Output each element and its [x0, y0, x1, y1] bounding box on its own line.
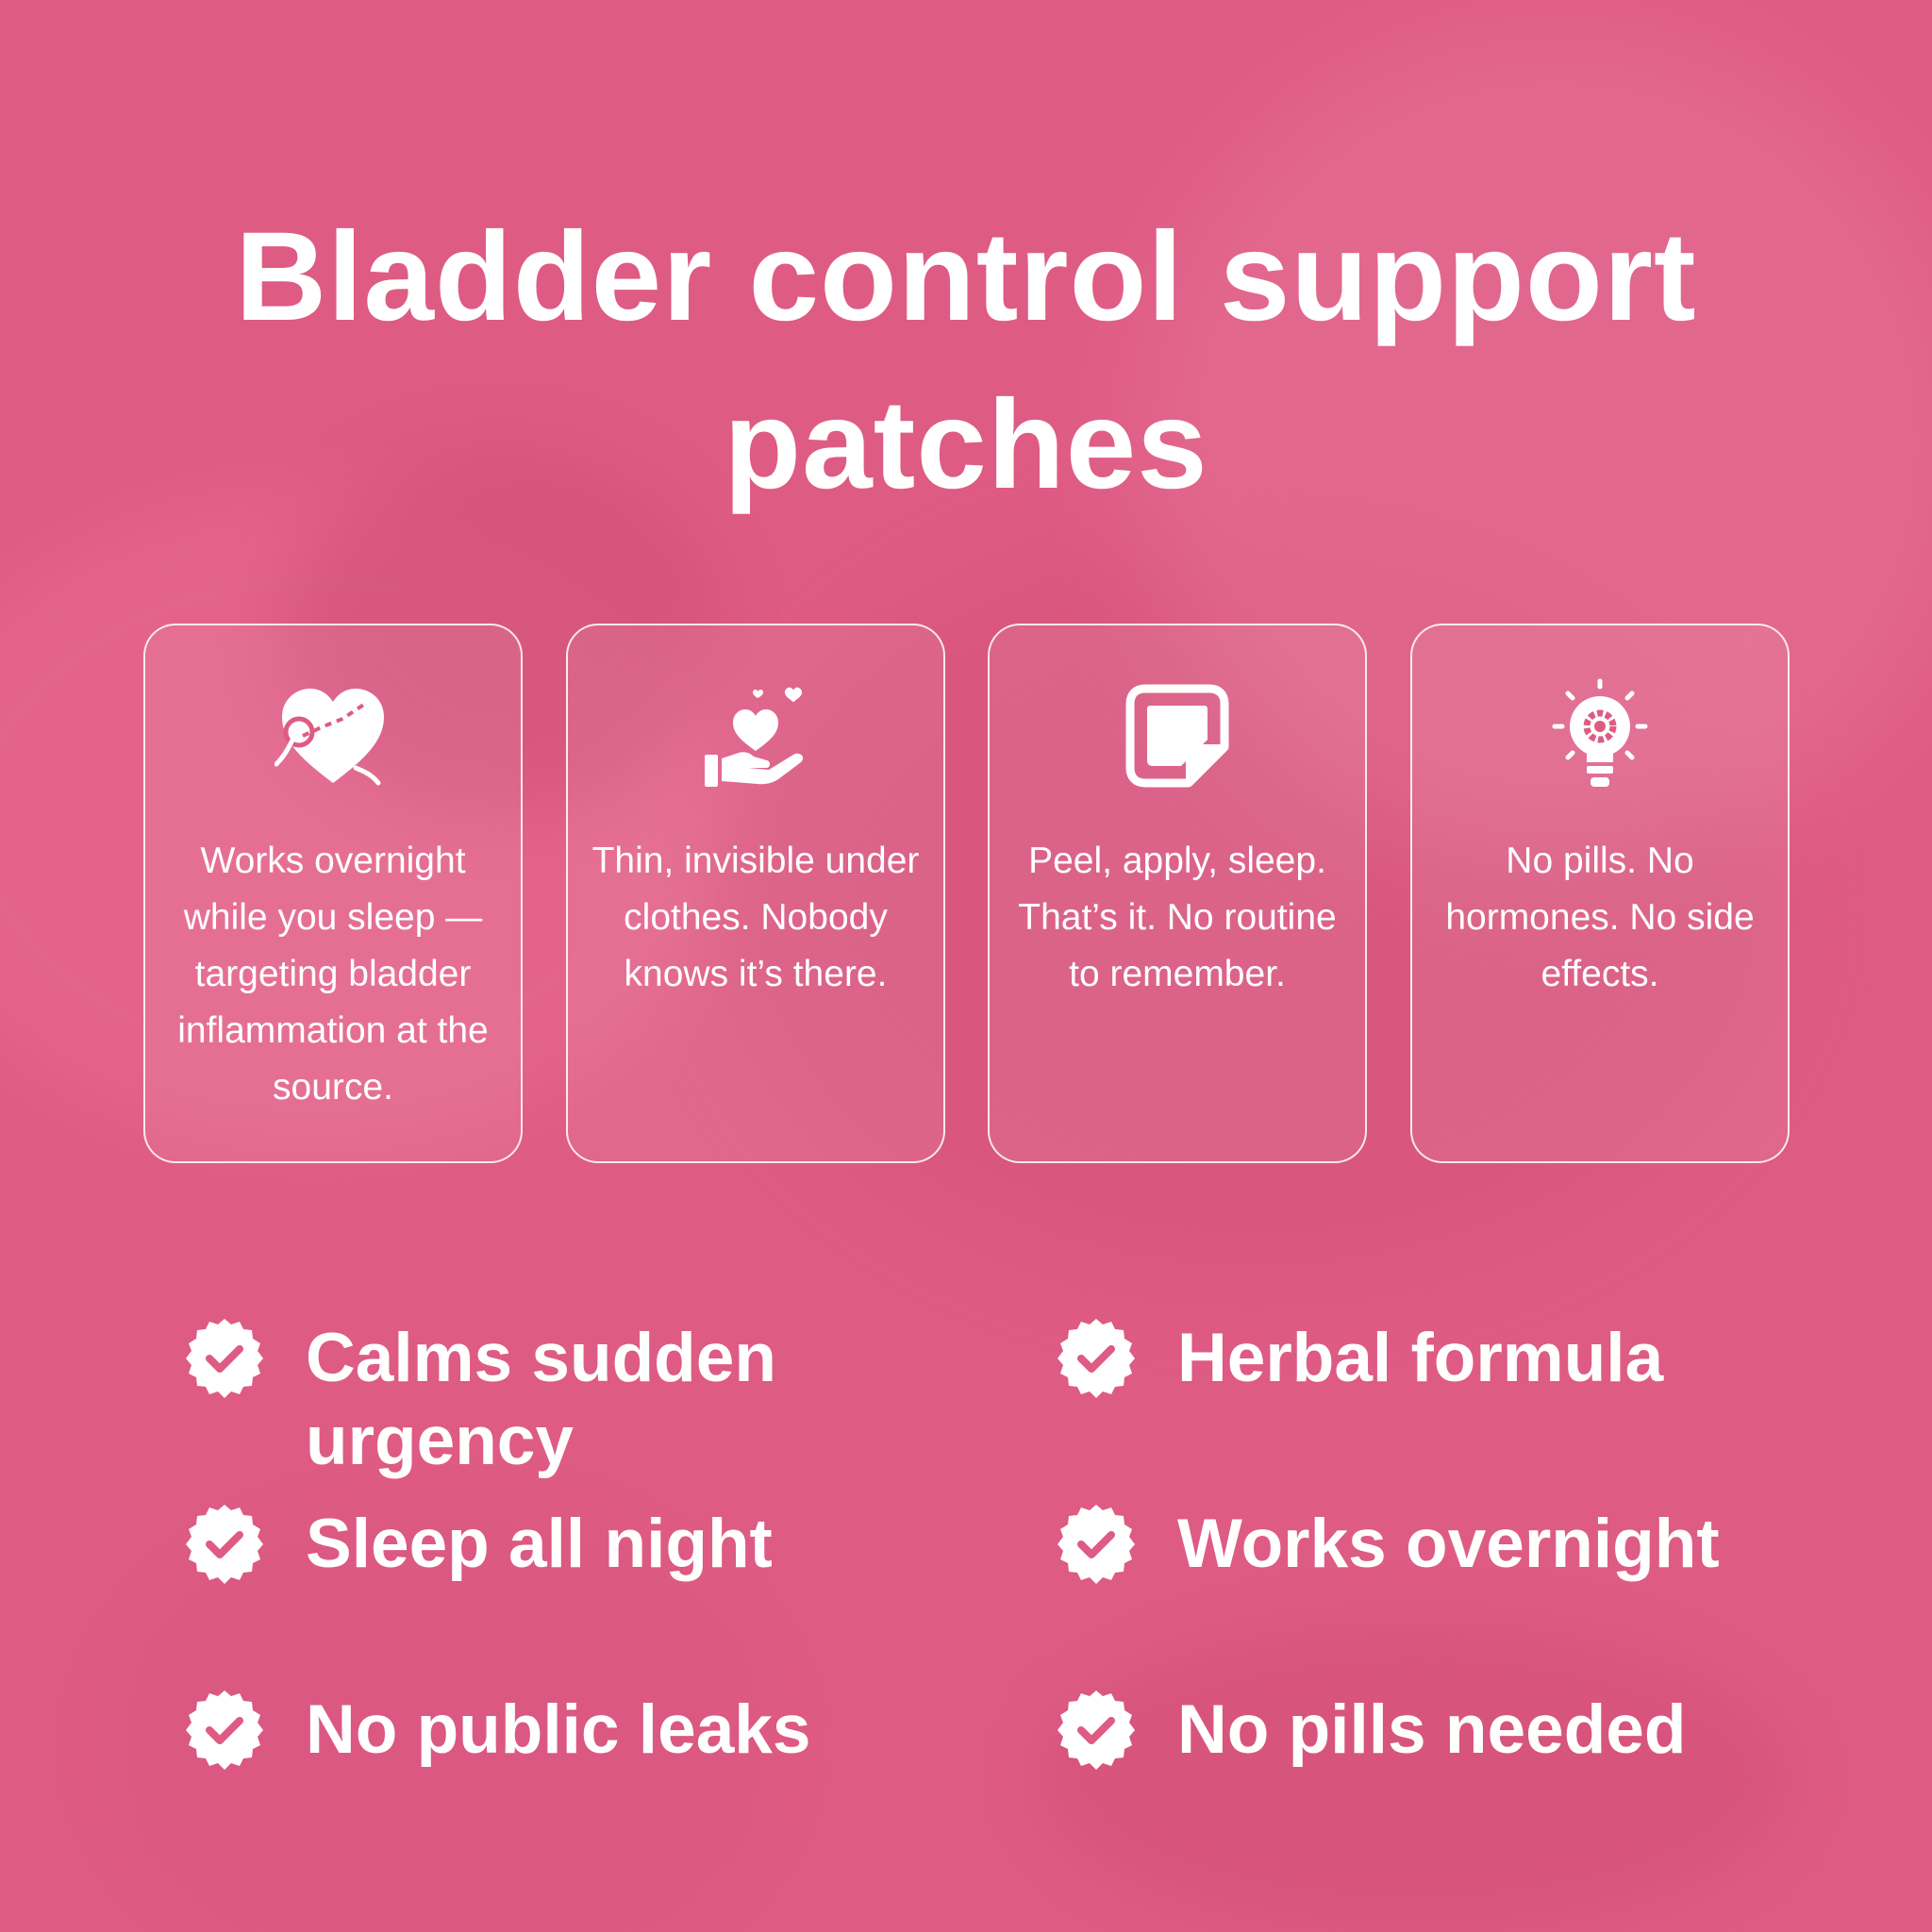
feature-text: Works overnight while you sleep — target…	[177, 841, 489, 1108]
check-badge-icon	[1053, 1687, 1140, 1774]
check-badge-icon	[181, 1501, 268, 1588]
feature-card-overnight: Works overnight while you sleep — target…	[143, 624, 523, 1163]
feature-card-easy: Peel, apply, sleep. That’s it. No routin…	[988, 624, 1367, 1163]
benefit-label: No pills needed	[1177, 1691, 1687, 1768]
lightbulb-gear-icon	[1541, 677, 1658, 794]
stitched-heart-icon	[275, 677, 391, 794]
check-badge-icon	[1053, 1501, 1140, 1588]
benefit-item-overnight: Works overnight	[1053, 1503, 1743, 1588]
title-line-1: Bladder control support	[235, 207, 1697, 347]
feature-text: No pills. No hormones. No side effects.	[1445, 841, 1755, 994]
benefit-label: Herbal formula	[1177, 1320, 1664, 1396]
patch-sticker-icon	[1119, 677, 1236, 794]
feature-text: Thin, invisible under clothes. Nobody kn…	[591, 841, 920, 994]
check-badge-icon	[181, 1687, 268, 1774]
benefit-item-leaks: No public leaks	[181, 1689, 872, 1774]
benefit-item-urgency: Calms sudden urgency	[181, 1317, 872, 1483]
benefit-item-herbal: Herbal formula	[1053, 1317, 1743, 1402]
benefit-item-no-pills: No pills needed	[1053, 1689, 1743, 1774]
benefit-label: No public leaks	[306, 1691, 811, 1768]
benefit-label: Sleep all night	[306, 1506, 773, 1582]
check-badge-icon	[181, 1315, 268, 1402]
feature-card-natural: No pills. No hormones. No side effects.	[1410, 624, 1790, 1163]
page-title: Bladder control support patches	[0, 193, 1932, 529]
title-line-2: patches	[724, 375, 1208, 515]
benefit-item-sleep: Sleep all night	[181, 1503, 872, 1588]
feature-card-invisible: Thin, invisible under clothes. Nobody kn…	[566, 624, 945, 1163]
benefit-label: Works overnight	[1177, 1506, 1720, 1582]
feature-text: Peel, apply, sleep. That’s it. No routin…	[1018, 841, 1337, 994]
benefit-label: Calms sudden urgency	[306, 1320, 776, 1479]
hand-heart-icon	[697, 677, 814, 794]
check-badge-icon	[1053, 1315, 1140, 1402]
